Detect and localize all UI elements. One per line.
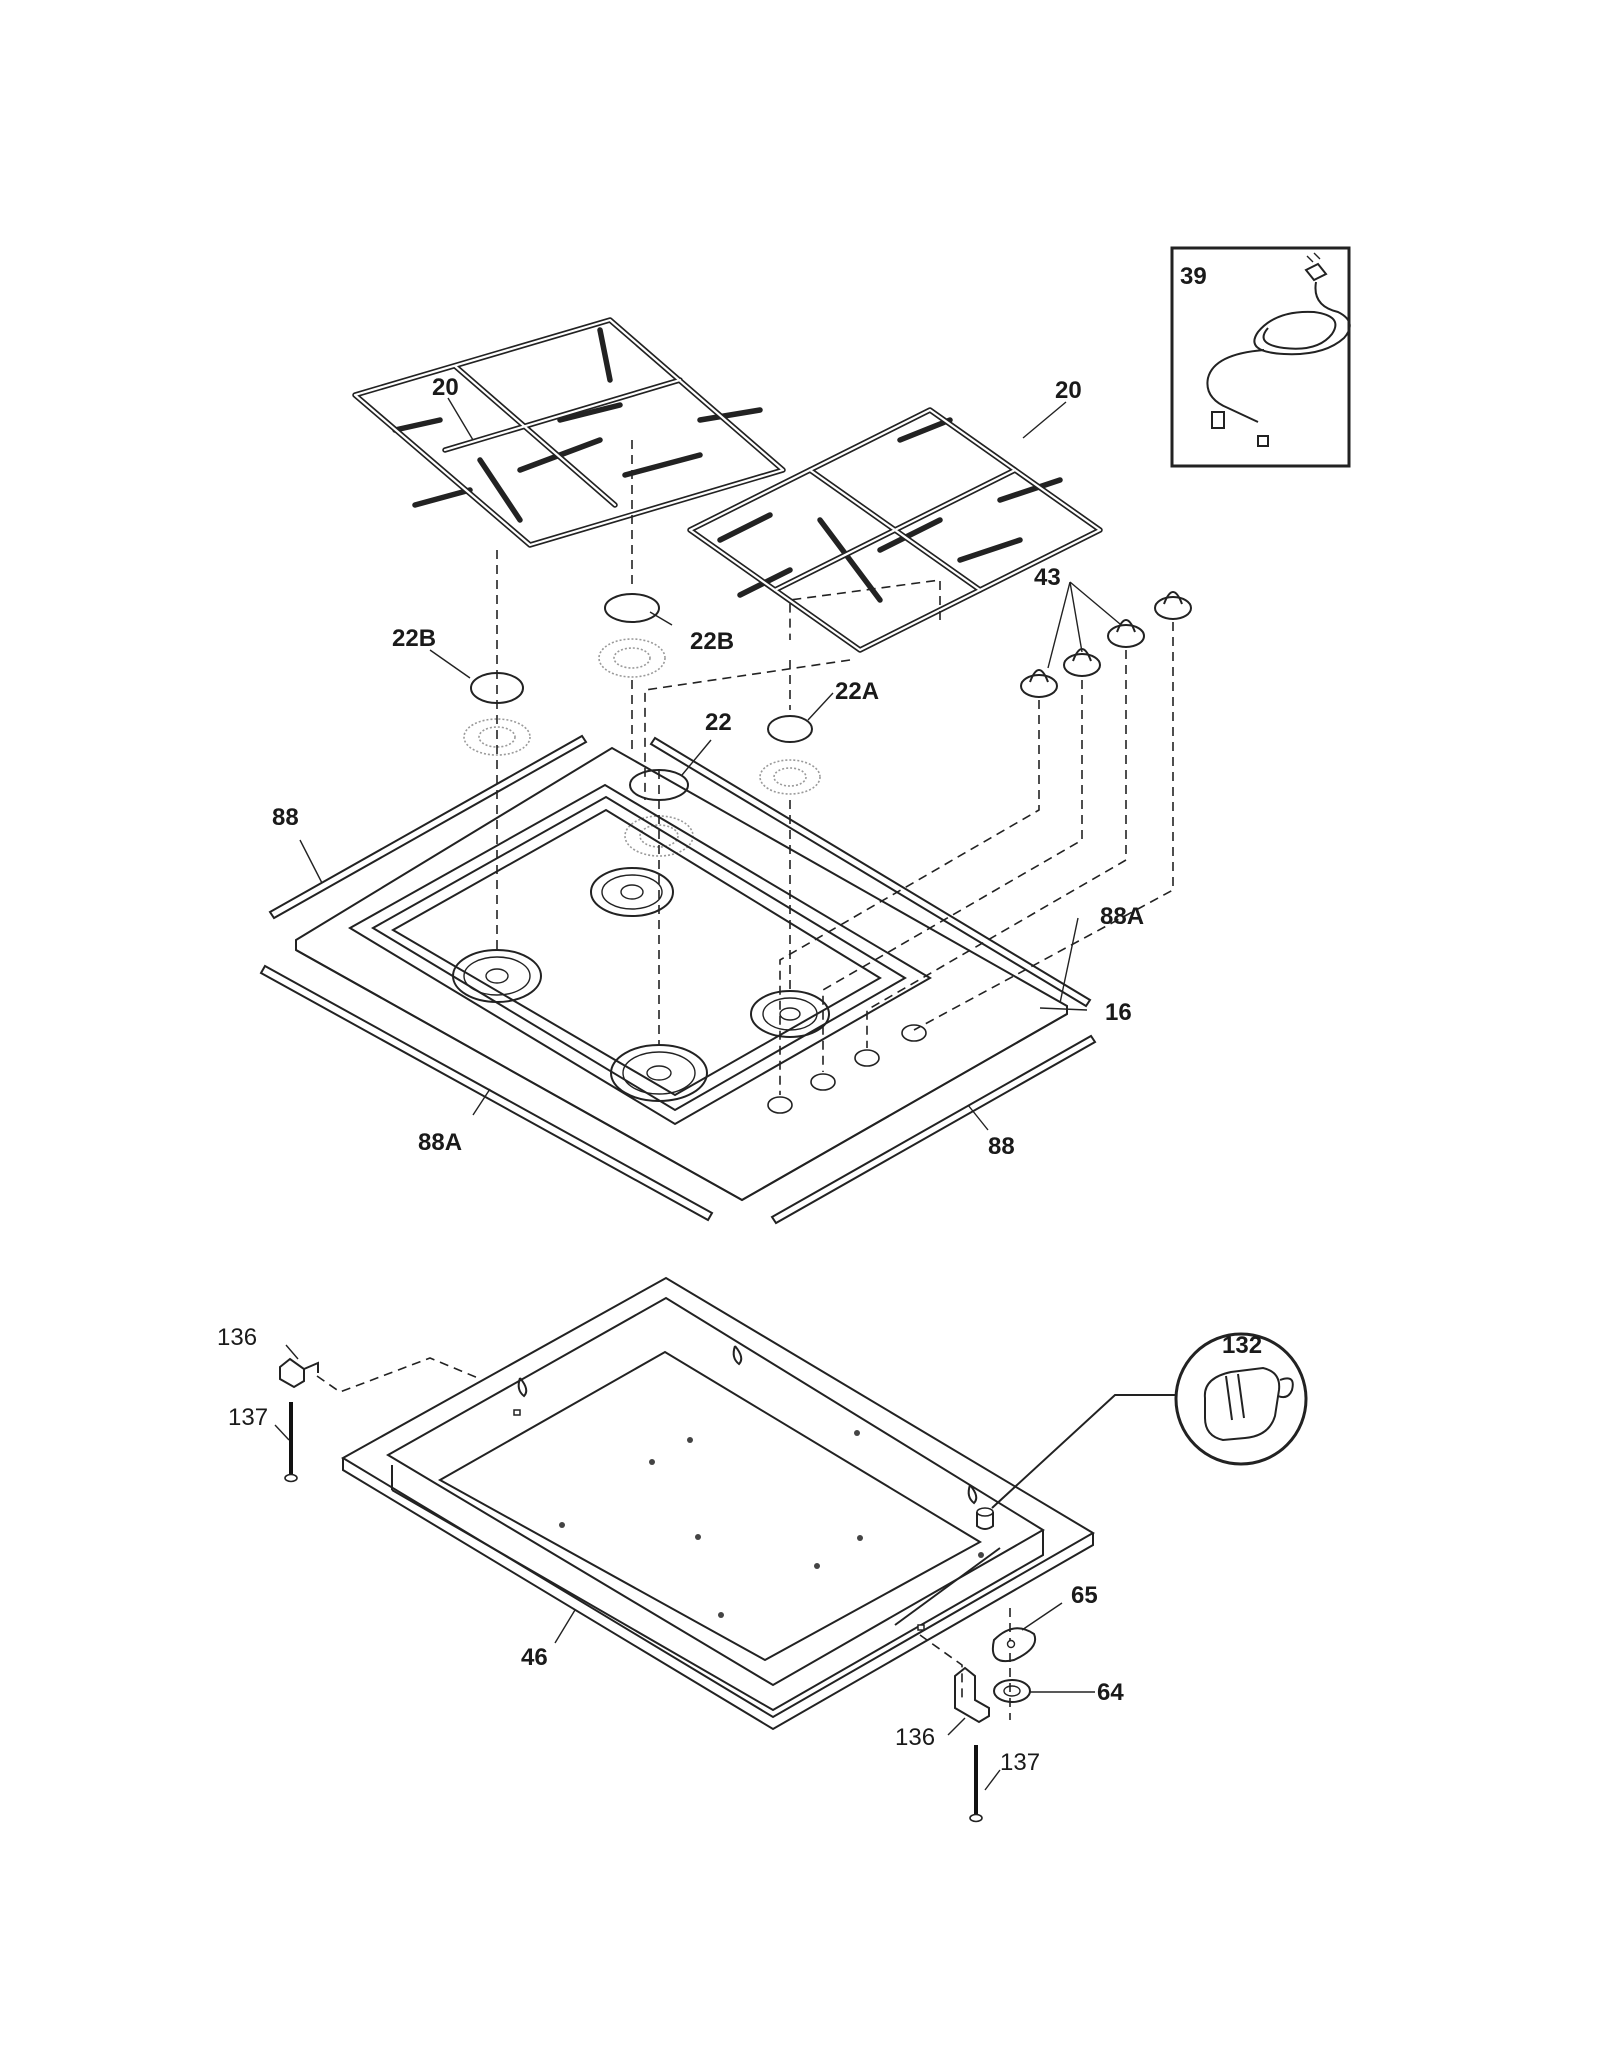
callout-trim-left: 88A (418, 1129, 462, 1156)
right-grate (687, 407, 1103, 653)
burner-box (341, 1276, 1095, 1731)
callout-cap-center: 22 (705, 709, 732, 736)
burner-head-icon (463, 718, 531, 756)
callout-screw-right: 137 (1000, 1749, 1040, 1776)
callout-trim-right: 88A (1100, 903, 1144, 930)
callout-grate-right: 20 (1055, 377, 1082, 404)
callout-cooktop: 16 (1105, 999, 1132, 1026)
left-grate (352, 317, 786, 548)
callout-bracket-left: 136 (217, 1324, 257, 1351)
callout-bracket-right: 136 (895, 1724, 935, 1751)
control-knobs (1020, 581, 1192, 698)
knob-icon (1154, 591, 1192, 620)
callout-power-cord: 39 (1180, 263, 1207, 290)
callout-burner-box: 46 (521, 1644, 548, 1671)
callout-labels: 20 20 22B 22B 22A 22 43 39 88 88A 16 88A… (217, 263, 1262, 1776)
screw-left-icon (284, 1402, 298, 1483)
knob-icon (1020, 669, 1058, 698)
burner-head-icon (759, 759, 821, 795)
callout-grate-left: 20 (432, 374, 459, 401)
power-cord-inset (1170, 246, 1351, 468)
alignment-lines-bottom (316, 1357, 1011, 1720)
burner-cap-middle (598, 593, 666, 678)
cooktop (295, 746, 1068, 1202)
callout-cap-right: 22A (835, 678, 879, 705)
knob-icon (1107, 619, 1145, 648)
power-cord-icon (1206, 252, 1351, 447)
spark-module-inset (991, 1332, 1308, 1509)
callout-trim-top-left: 88 (272, 804, 299, 831)
callout-trim-bottom-right: 88 (988, 1133, 1015, 1160)
callout-screw-left: 137 (228, 1404, 268, 1431)
bracket-left-icon (279, 1357, 319, 1389)
alignment-lines-top (496, 440, 1174, 1095)
callout-grommet: 65 (1071, 1582, 1098, 1609)
callout-nut: 64 (1097, 1679, 1124, 1706)
burner-head-icon (598, 638, 666, 678)
callout-spark-module: 132 (1222, 1332, 1262, 1359)
spark-module-icon (1203, 1366, 1294, 1442)
callout-knobs: 43 (1034, 564, 1061, 591)
knob-icon (1063, 648, 1101, 677)
grommet-65 (992, 1627, 1036, 1662)
bracket-right-icon (954, 1666, 990, 1724)
trim-strips (259, 734, 1097, 1225)
leader-lines (274, 397, 1095, 1791)
screw-right-icon (969, 1745, 983, 1823)
callout-cap-left: 22B (392, 625, 436, 652)
callout-cap-middle: 22B (690, 628, 734, 655)
burner-cap-right (759, 715, 821, 795)
nut-64 (993, 1679, 1031, 1703)
